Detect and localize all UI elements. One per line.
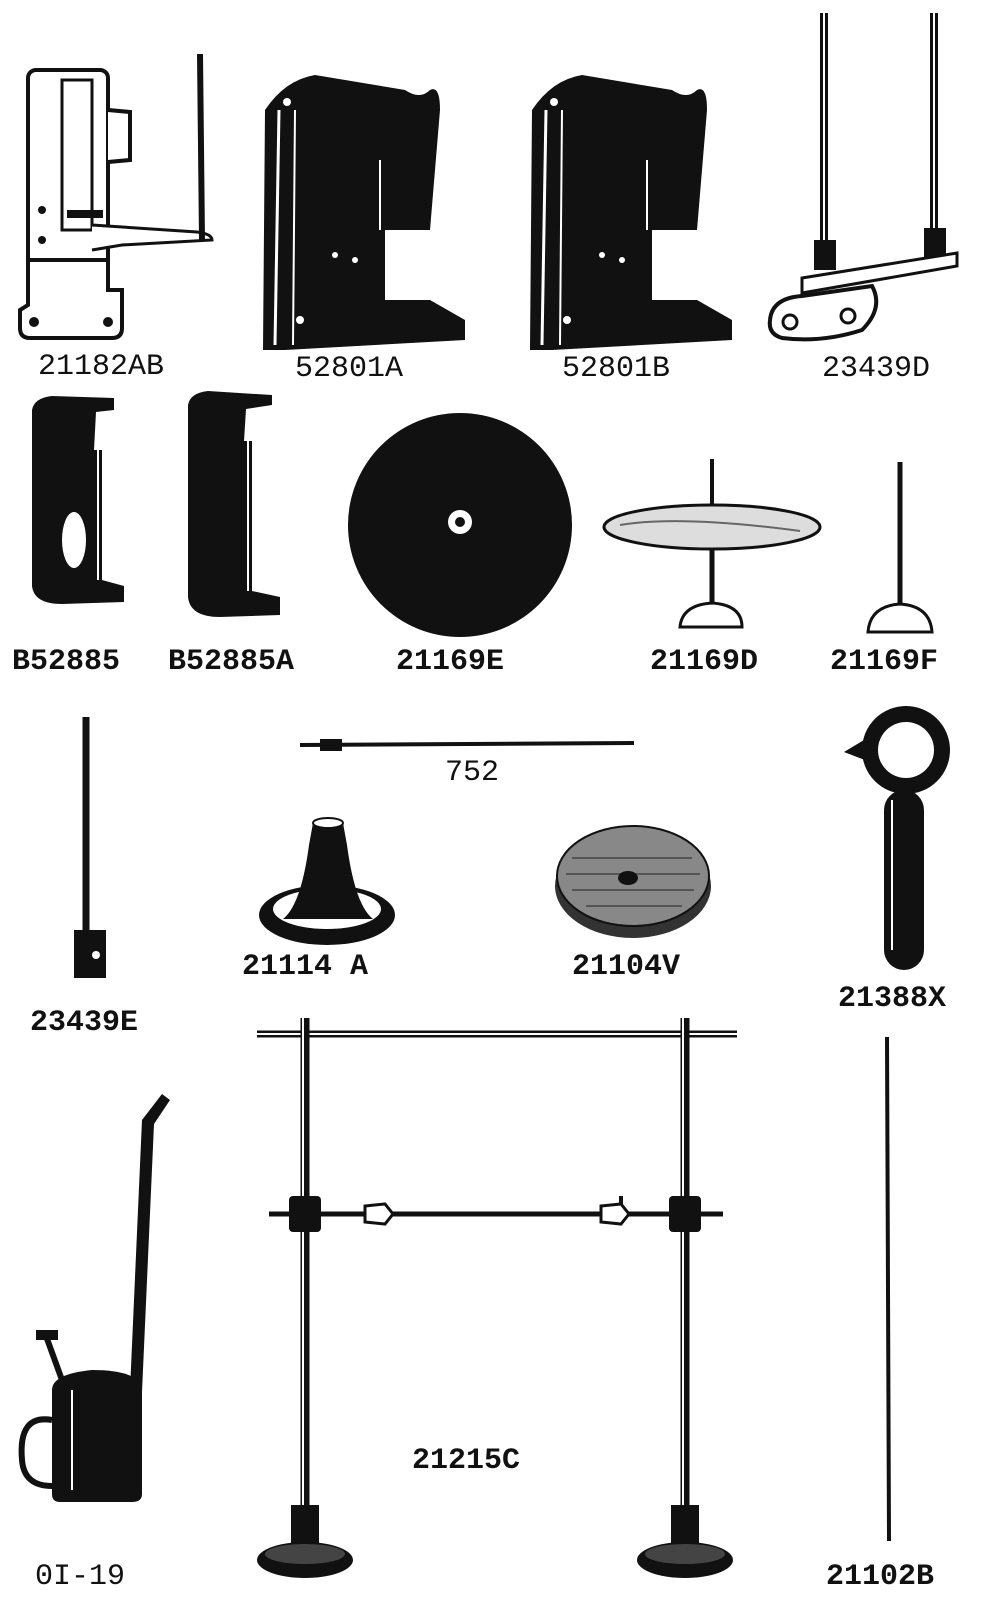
cone-base-icon [259,817,395,945]
part-number-label: B52885 [12,645,121,679]
bracket-with-rod-icon [18,53,214,340]
eye-handle-icon [844,706,950,970]
black-plate-icon [530,75,732,350]
part-number-label: 21215C [412,1444,521,1478]
part-number-label: 21169D [650,645,759,679]
channel-guard-icon [188,391,280,617]
rod-with-collar-icon [74,717,106,978]
spindle-base-icon [866,462,934,634]
needle-rod-icon [299,739,635,751]
part-number-label: B52885A [168,645,295,679]
part-number-label: 21169F [830,645,939,679]
spindle-tray-icon [602,459,822,629]
part-number-label: 21102B [826,1560,935,1594]
part-number-label: 52801B [562,352,671,386]
part-number-label: 23439D [822,352,931,386]
stand-frame-icon [257,1018,737,1578]
part-number-label: 0I-19 [35,1560,126,1594]
black-plate-icon [263,75,465,350]
felt-washer-icon [555,825,711,938]
black-disc-icon [348,413,572,637]
twin-rod-bracket-icon [767,13,959,342]
part-number-label: 52801A [295,352,404,386]
thin-rod-icon [885,1036,891,1542]
part-number-label: 21169E [396,645,505,679]
part-number-label: 21104V [572,950,681,984]
part-number-label: 21182AB [38,350,165,384]
part-number-label: 752 [445,756,500,790]
oil-can-icon [18,1094,170,1502]
channel-guard-icon [32,396,124,604]
part-number-label: 21114 A [242,950,369,984]
part-number-label: 23439E [30,1006,139,1040]
part-number-label: 21388X [838,982,947,1016]
